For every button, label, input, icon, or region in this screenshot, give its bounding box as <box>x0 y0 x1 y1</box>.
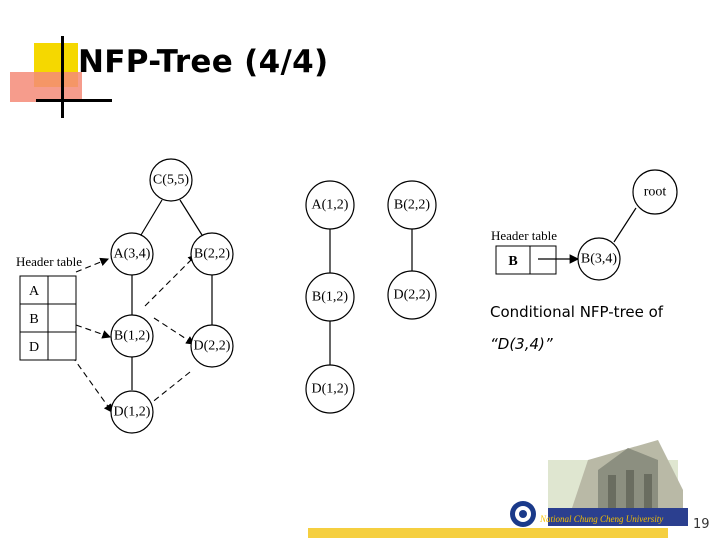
nodelink-b-dmid <box>72 356 112 412</box>
node-root-c: C(5,5) <box>150 159 192 201</box>
edge-c-a <box>141 200 162 235</box>
university-logo: National Chung Cheng University <box>508 430 688 530</box>
svg-text:A(1,2): A(1,2) <box>312 198 349 213</box>
svg-text:B(1,2): B(1,2) <box>312 290 349 305</box>
svg-text:D(2,2): D(2,2) <box>194 339 231 354</box>
cond-header-table <box>496 246 556 274</box>
svg-text:D(2,2): D(2,2) <box>394 288 431 303</box>
header-item-d: D <box>29 340 39 355</box>
svg-text:D(1,2): D(1,2) <box>114 405 151 420</box>
university-name: National Chung Cheng University <box>539 514 663 524</box>
header-table-label: Header table <box>16 254 82 269</box>
node-b-2-2: B(2,2) <box>191 233 233 275</box>
cond-header-item-b: B <box>508 254 517 269</box>
node-d-2-2: D(2,2) <box>191 325 233 367</box>
caption-line-1: Conditional NFP-tree of <box>490 296 663 328</box>
node-a-3-4: A(3,4) <box>111 233 153 275</box>
conditional-tree-caption: Conditional NFP-tree of “D(3,4)” <box>490 296 663 360</box>
svg-text:B(2,2): B(2,2) <box>194 247 231 262</box>
node-cond-b-3-4: B(3,4) <box>578 238 620 280</box>
svg-text:A(3,4): A(3,4) <box>114 247 151 262</box>
page-number: 19 <box>693 517 710 532</box>
node-cond-root: root <box>633 170 677 214</box>
svg-text:root: root <box>644 185 667 200</box>
cond-header-table-label: Header table <box>491 228 557 243</box>
header-item-b: B <box>29 312 38 327</box>
node-b-1-2: B(1,2) <box>111 315 153 357</box>
nodelink-bmid-dmid <box>154 318 194 344</box>
edge-root-b <box>614 208 636 242</box>
svg-text:B(1,2): B(1,2) <box>114 329 151 344</box>
node-chain2-d: D(2,2) <box>388 271 436 319</box>
node-chain1-d: D(1,2) <box>306 365 354 413</box>
svg-text:B(3,4): B(3,4) <box>581 252 618 267</box>
nodelink-header-b <box>76 325 110 337</box>
node-chain2-b: B(2,2) <box>388 181 436 229</box>
node-chain1-b: B(1,2) <box>306 273 354 321</box>
svg-text:B(2,2): B(2,2) <box>394 198 431 213</box>
nodelink-dmid-dbottom <box>150 372 190 404</box>
svg-text:C(5,5): C(5,5) <box>153 173 190 188</box>
nodelink-a-btop <box>145 255 196 306</box>
svg-text:D(1,2): D(1,2) <box>312 382 349 397</box>
caption-line-2: “D(3,4)” <box>490 328 663 360</box>
header-item-a: A <box>29 284 40 299</box>
edge-c-b <box>180 200 202 235</box>
node-chain1-a: A(1,2) <box>306 181 354 229</box>
node-d-1-2: D(1,2) <box>111 391 153 433</box>
